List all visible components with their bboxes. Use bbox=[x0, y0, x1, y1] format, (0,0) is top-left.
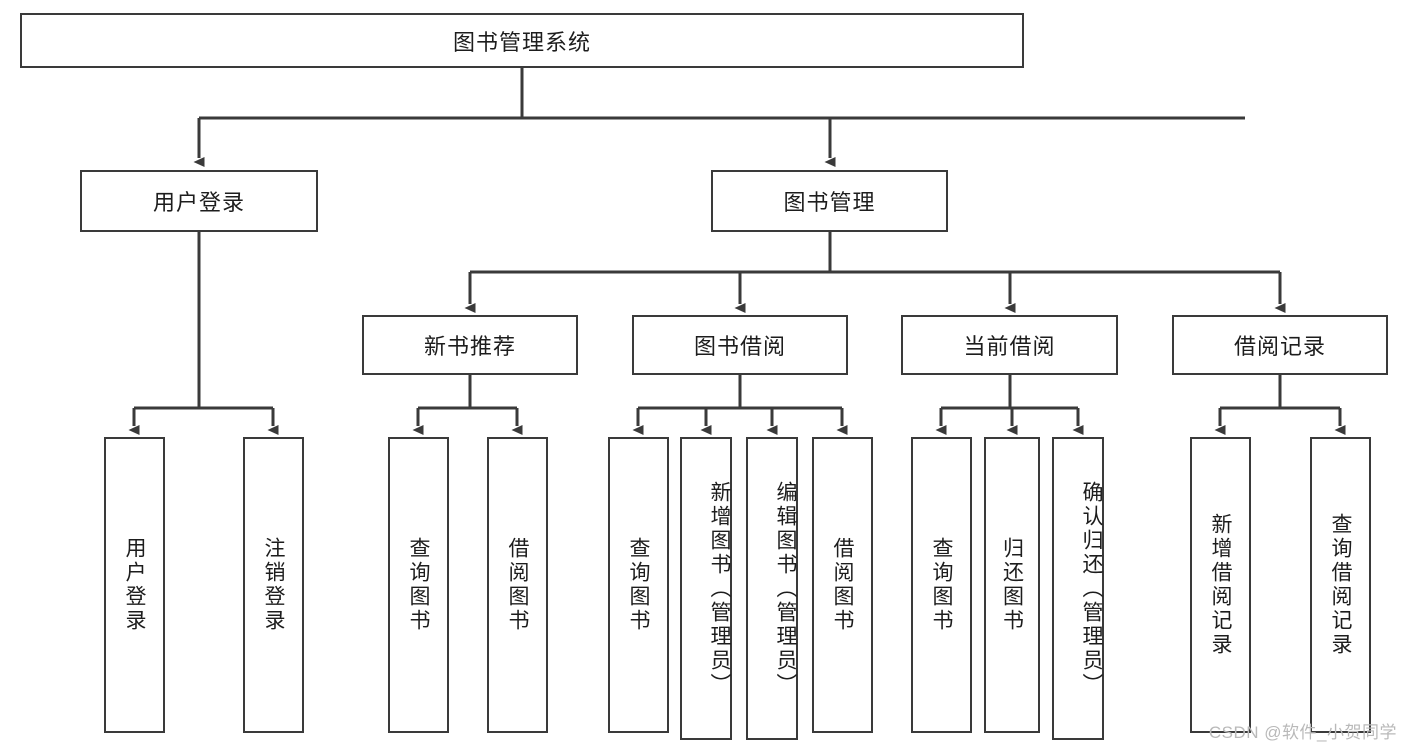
leaf-add-borrow-record[interactable]: 新增借阅记录 bbox=[1190, 437, 1251, 733]
leaf-borrow-book-newbook[interactable]: 借阅图书 bbox=[487, 437, 548, 733]
node-user-login[interactable]: 用户登录 bbox=[80, 170, 318, 232]
leaf-query-book-borrow[interactable]: 查询图书 bbox=[608, 437, 669, 733]
leaf-query-book-current[interactable]: 查询图书 bbox=[911, 437, 972, 733]
node-current-borrow[interactable]: 当前借阅 bbox=[901, 315, 1118, 375]
leaf-query-book-newbook[interactable]: 查询图书 bbox=[388, 437, 449, 733]
leaf-user-login[interactable]: 用户登录 bbox=[104, 437, 165, 733]
leaf-add-book-admin[interactable]: 新增图书（管理员） bbox=[680, 437, 732, 740]
leaf-user-logout[interactable]: 注销登录 bbox=[243, 437, 304, 733]
node-root[interactable]: 图书管理系统 bbox=[20, 13, 1024, 68]
node-borrow-record[interactable]: 借阅记录 bbox=[1172, 315, 1388, 375]
node-book-management[interactable]: 图书管理 bbox=[711, 170, 948, 232]
leaf-borrow-book[interactable]: 借阅图书 bbox=[812, 437, 873, 733]
leaf-confirm-return-admin[interactable]: 确认归还（管理员） bbox=[1052, 437, 1104, 740]
leaf-return-book[interactable]: 归还图书 bbox=[984, 437, 1040, 733]
leaf-edit-book-admin[interactable]: 编辑图书（管理员） bbox=[746, 437, 798, 740]
watermark-text: CSDN @软件_小贺同学 bbox=[1208, 723, 1397, 742]
node-book-borrow[interactable]: 图书借阅 bbox=[632, 315, 848, 375]
leaf-query-borrow-record[interactable]: 查询借阅记录 bbox=[1310, 437, 1371, 733]
node-new-book-recommend[interactable]: 新书推荐 bbox=[362, 315, 578, 375]
